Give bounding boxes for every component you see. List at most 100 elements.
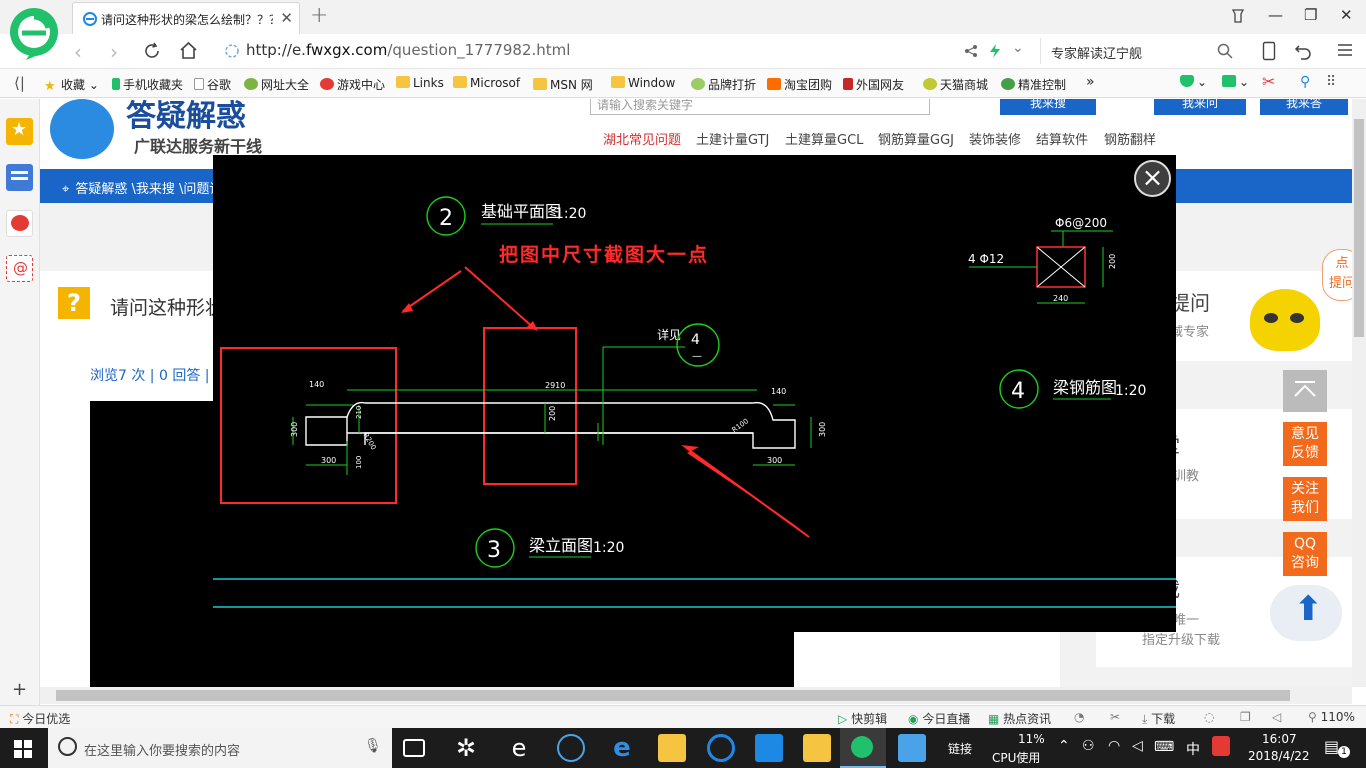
nav-link-settlement[interactable]: 结算软件 <box>1036 133 1089 148</box>
url-field[interactable]: http://e.fwxgx.com/question_1777982.html… <box>218 38 1036 64</box>
blue-app-icon[interactable] <box>755 734 783 762</box>
favorites-star-icon[interactable]: ★ <box>6 118 33 145</box>
clock-time[interactable]: 16:07 <box>1262 732 1297 746</box>
browser-logo-icon[interactable] <box>8 6 60 60</box>
bookmark-foreign[interactable]: 外国网友 <box>843 76 904 93</box>
back-to-top-button[interactable] <box>1283 370 1327 412</box>
bookmark-games[interactable]: 游戏中心 <box>320 76 385 93</box>
tab-active[interactable]: 请问这种形状的梁怎么绘制？？？ ✕ <box>72 2 300 34</box>
translate-icon[interactable]: ⌄ <box>1222 75 1249 89</box>
back-icon[interactable]: ‹ <box>74 40 82 64</box>
speed-icon[interactable]: ◔ <box>1074 710 1085 724</box>
browser-taskbar-active[interactable] <box>840 728 886 768</box>
shield-icon[interactable]: ⌄ <box>1180 75 1207 89</box>
zoom-level[interactable]: ⚲ 110% <box>1308 710 1355 724</box>
bookmark-sites[interactable]: 网址大全 <box>244 76 309 93</box>
sidebar-add-icon[interactable]: + <box>12 679 28 700</box>
new-tab-button[interactable]: + <box>310 3 329 28</box>
undo-icon[interactable] <box>1294 42 1312 60</box>
vertical-scroll-thumb[interactable] <box>1354 119 1364 337</box>
bookmarks-more[interactable]: » <box>1086 74 1095 90</box>
refresh-icon[interactable] <box>142 41 162 61</box>
clock-date[interactable]: 2018/4/22 <box>1248 749 1310 763</box>
tab-close-icon[interactable]: ✕ <box>280 9 293 27</box>
task-view-icon[interactable] <box>403 739 425 757</box>
windows-start-icon[interactable] <box>14 740 32 758</box>
vertical-scrollbar[interactable] <box>1352 99 1366 687</box>
breadcrumb-text[interactable]: 答疑解惑 \我来搜 \问题详情 <box>75 182 236 197</box>
status-live[interactable]: ◉ 今日直播 <box>908 710 970 727</box>
bookmark-brand[interactable]: 品牌打折 <box>691 76 756 93</box>
search-icon[interactable] <box>1217 43 1233 59</box>
horizontal-scroll-thumb[interactable] <box>56 690 1290 701</box>
lightbox-close-button[interactable]: × <box>1134 160 1171 197</box>
nav-link-rebar[interactable]: 钢筋翻样 <box>1104 133 1157 148</box>
edge-app-icon[interactable]: e <box>613 733 631 763</box>
tray-expand-icon[interactable]: ⌃ <box>1058 738 1070 754</box>
bookmark-google[interactable]: 谷歌 <box>194 76 231 93</box>
qq-consult-button[interactable]: QQ 咨询 <box>1283 532 1327 576</box>
nav-link-decoration[interactable]: 装饰装修 <box>969 133 1022 148</box>
menu-icon[interactable] <box>1337 43 1353 57</box>
ime-indicator[interactable]: 中 <box>1186 742 1200 758</box>
file-explorer-icon[interactable] <box>658 734 686 762</box>
bookmark-tmall[interactable]: 天猫商城 <box>923 76 988 93</box>
sidebar-toggle-icon[interactable]: ⟨| <box>14 74 25 92</box>
bookmark-control[interactable]: 精准控制 <box>1001 76 1066 93</box>
nav-link-gtj[interactable]: 土建计量GTJ <box>696 133 770 148</box>
mobile-icon[interactable] <box>1262 41 1276 61</box>
wifi-icon[interactable]: ◠ <box>1108 738 1121 754</box>
bookmark-msn[interactable]: MSN 网 <box>533 76 593 93</box>
maximize-button[interactable]: ❐ <box>1304 6 1318 24</box>
glodon-app-icon[interactable] <box>707 734 735 762</box>
people-icon[interactable]: ⚇ <box>1082 738 1095 754</box>
bookmark-favorites[interactable]: ★收藏 ⌄ <box>44 78 99 94</box>
site-search-input[interactable]: 请输入搜索关键字 <box>590 99 930 115</box>
status-download[interactable]: ⤓ 下载 <box>1142 710 1175 727</box>
horizontal-scrollbar[interactable] <box>40 687 1352 704</box>
action-center-icon[interactable]: ▤ <box>1324 737 1340 756</box>
volume-icon[interactable]: ◁ <box>1132 738 1143 754</box>
share-icon[interactable] <box>964 44 978 58</box>
tools-icon[interactable]: ✂ <box>1110 710 1121 724</box>
bookmark-windows[interactable]: Window <box>611 76 675 90</box>
forward-icon[interactable]: › <box>110 40 118 64</box>
magnifier-icon[interactable]: ⚲ <box>1300 74 1311 90</box>
close-window-button[interactable]: ✕ <box>1340 6 1353 24</box>
nav-link-ggj[interactable]: 钢筋算量GGJ <box>878 133 954 148</box>
nav-link-gcl[interactable]: 土建算量GCL <box>785 133 864 148</box>
notes-app-icon[interactable] <box>803 734 831 762</box>
nav-link-hubei[interactable]: 湖北常见问题 <box>603 133 682 148</box>
home-icon[interactable] <box>178 40 199 61</box>
bookmark-links[interactable]: Links <box>396 76 444 90</box>
skin-icon[interactable] <box>1230 8 1246 24</box>
news-icon[interactable] <box>6 164 33 191</box>
minimize-button[interactable]: — <box>1268 6 1283 24</box>
fan-app-icon[interactable]: ✲ <box>455 734 477 762</box>
lightning-icon[interactable] <box>988 43 1002 59</box>
answer-button[interactable]: 我来答 <box>1260 99 1348 115</box>
weibo-icon[interactable] <box>6 210 33 237</box>
scissors-icon[interactable]: ✂ <box>1262 72 1276 91</box>
window-icon[interactable]: ❐ <box>1240 710 1251 724</box>
sogou-ime-icon[interactable] <box>1212 736 1230 756</box>
feedback-button[interactable]: 意见 反馈 <box>1283 422 1327 466</box>
ask-bubble[interactable]: 点 提问 <box>1322 249 1352 301</box>
ask-button[interactable]: 我来问 <box>1154 99 1246 115</box>
bookmark-microsoft[interactable]: Microsof <box>453 76 520 90</box>
clean-icon[interactable]: ◌ <box>1204 710 1215 724</box>
apps-grid-icon[interactable]: ⠿ <box>1326 74 1337 90</box>
links-toolbar[interactable]: 链接 <box>948 742 973 756</box>
search-field[interactable]: 专家解读辽宁舰 <box>1040 38 1240 64</box>
ie-alt-app-icon[interactable] <box>557 734 585 762</box>
keyboard-icon[interactable]: ⌨ <box>1154 739 1175 755</box>
bookmark-taobao[interactable]: 淘宝团购 <box>767 76 832 93</box>
email-icon[interactable]: @ <box>6 255 33 282</box>
taskbar-search-box[interactable]: 在这里输入你要搜索的内容 🎙 <box>48 728 392 768</box>
status-news[interactable]: ▦ 热点资讯 <box>988 710 1051 727</box>
screenshot-app-icon[interactable] <box>898 734 926 762</box>
bookmark-mobile[interactable]: 手机收藏夹 <box>112 76 183 93</box>
search-button[interactable]: 我来搜 <box>1000 99 1096 115</box>
daily-picks[interactable]: ⛶ 今日优选 <box>10 710 70 727</box>
mic-icon[interactable]: 🎙 <box>364 738 382 754</box>
